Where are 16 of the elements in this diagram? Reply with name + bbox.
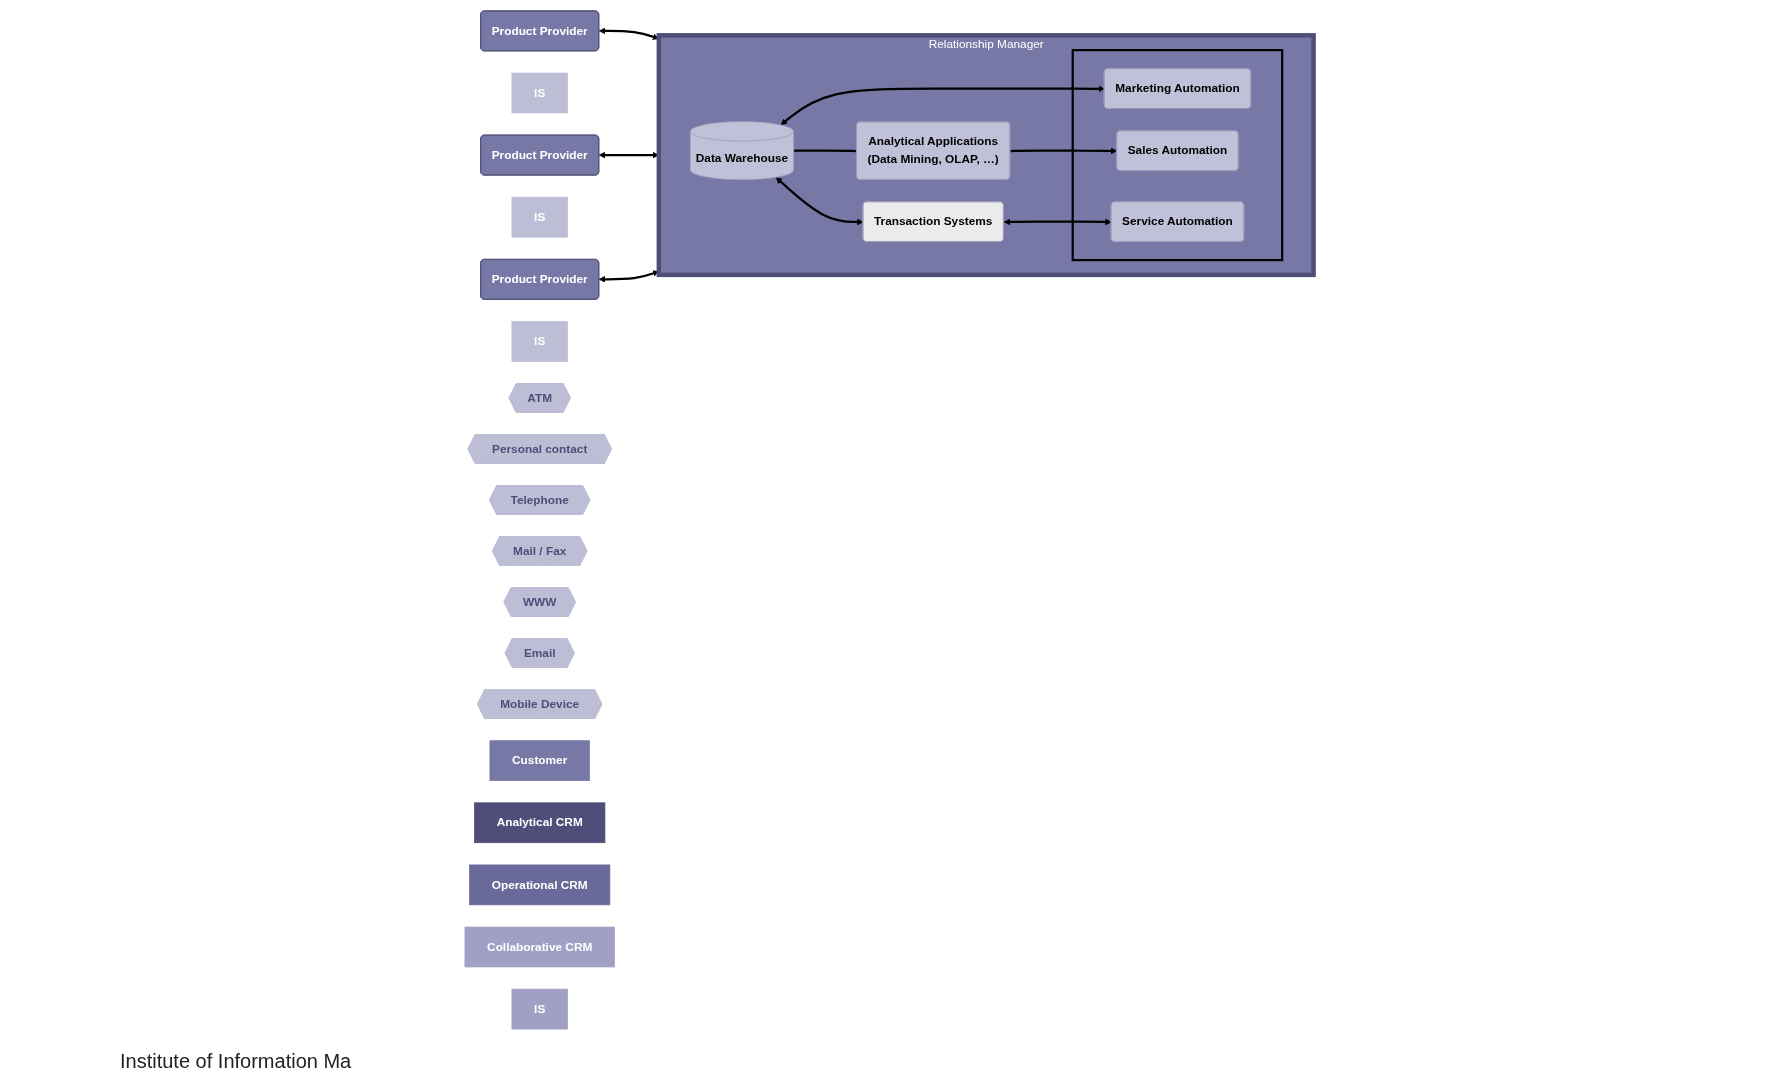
- node-box: Operational CRM: [469, 864, 611, 906]
- node-box: IS: [511, 988, 569, 1030]
- node-box: Customer: [489, 740, 591, 781]
- footer-note: Institute of Information Ma: [120, 1050, 352, 1073]
- arrow: [599, 270, 660, 283]
- node-box: IS: [511, 72, 569, 114]
- node-box: IS: [511, 321, 569, 362]
- cluster: [1071, 49, 1284, 262]
- arrow: [1004, 218, 1112, 226]
- arrow: [1010, 147, 1118, 155]
- node-box: Collaborative CRM: [464, 926, 616, 968]
- arrow: [780, 85, 1106, 126]
- node-box: IS: [511, 196, 569, 238]
- node-box: Analytical CRM: [474, 802, 606, 844]
- connector: [793, 149, 858, 153]
- arrow: [776, 177, 864, 226]
